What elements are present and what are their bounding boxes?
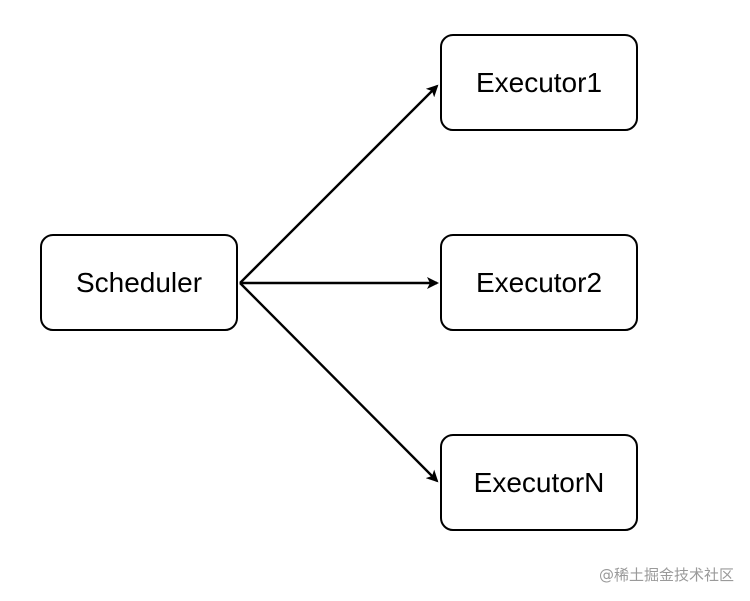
executor2-label: Executor2 (475, 266, 603, 298)
scheduler-label: Scheduler (75, 266, 203, 298)
arrow-scheduler-to-executorn (239, 282, 439, 483)
scheduler-node: Scheduler (40, 234, 238, 331)
executorn-label: ExecutorN (473, 466, 605, 498)
executor2-node: Executor2 (440, 234, 638, 331)
executorn-node: ExecutorN (440, 434, 638, 531)
executor1-node: Executor1 (440, 34, 638, 131)
watermark-text: @稀土掘金技术社区 (598, 566, 734, 584)
arrow-scheduler-to-executor1 (239, 84, 439, 284)
executor1-label: Executor1 (475, 66, 603, 98)
